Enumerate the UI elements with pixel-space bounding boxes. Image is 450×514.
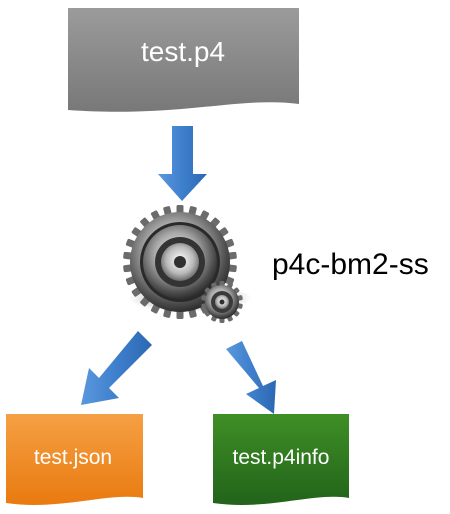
p4info-output-document: test.p4info (213, 414, 349, 505)
arrow-to-compiler (158, 126, 207, 201)
p4info-output-label: test.p4info (233, 446, 330, 469)
json-output-shape (6, 414, 143, 505)
arrow-to-json-output (81, 331, 152, 405)
source-file-label: test.p4 (141, 36, 225, 67)
gears-icon (123, 205, 243, 323)
arrow-down-icon (158, 126, 207, 201)
compiler-node: p4c-bm2-ss (123, 205, 429, 323)
source-file-document: test.p4 (68, 8, 299, 112)
p4info-output-shape (213, 414, 349, 505)
arrow-down-left-icon (81, 331, 152, 405)
arrow-to-p4info-output (226, 341, 276, 414)
arrow-down-right-icon (226, 341, 276, 414)
compiler-label: p4c-bm2-ss (272, 248, 429, 281)
json-output-label: test.json (34, 446, 112, 469)
json-output-document: test.json (6, 414, 143, 505)
source-file-shape (68, 8, 299, 112)
